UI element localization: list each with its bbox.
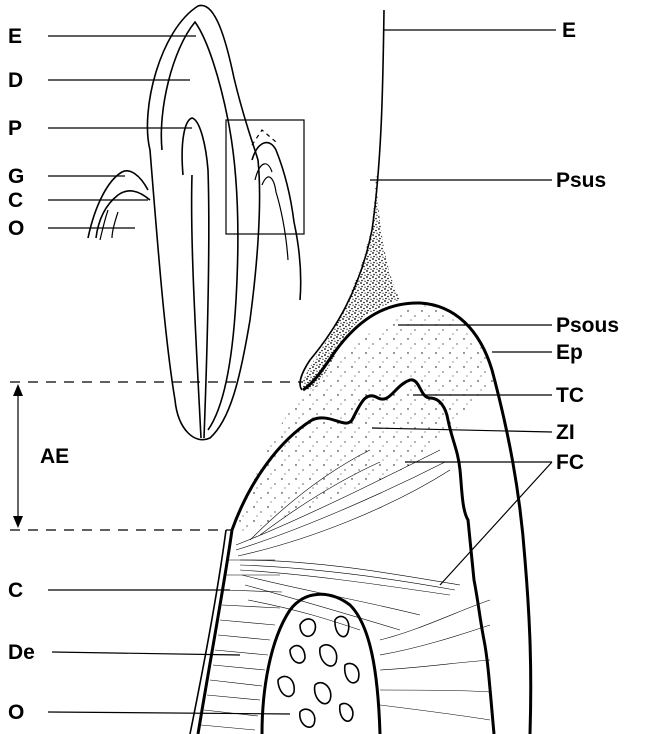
- root-surface-outer: [198, 530, 232, 734]
- pulp-canal-outline: [182, 118, 209, 438]
- bone-marrow-spaces: [278, 616, 359, 727]
- label-cementum-top: C: [8, 189, 23, 212]
- gingival-section-drawing: [10, 10, 531, 734]
- ae-arrow-head-top: [13, 384, 23, 396]
- label-ae: AE: [40, 445, 69, 468]
- label-gingiva: G: [8, 165, 24, 188]
- label-ep: Ep: [556, 341, 583, 364]
- root-surface-inner: [190, 530, 226, 734]
- label-bone-bottom: O: [8, 701, 24, 724]
- label-fc: FC: [556, 451, 584, 474]
- tooth-overview-drawing: [88, 5, 304, 439]
- tooth-crown-outline: [147, 5, 259, 439]
- label-enamel-right: E: [562, 19, 576, 42]
- label-psous: Psous: [556, 314, 619, 337]
- left-labels: E D P G C O AE C De O: [8, 25, 69, 724]
- label-psus: Psus: [556, 169, 606, 192]
- ae-arrow-head-bottom: [13, 516, 23, 528]
- alveolar-bone-crest: [262, 594, 380, 734]
- label-zi: ZI: [556, 421, 575, 444]
- label-bone-top: O: [8, 217, 24, 240]
- label-pulp: P: [8, 117, 22, 140]
- label-desmodont: De: [8, 641, 35, 664]
- right-labels: E Psus Psous Ep TC ZI FC: [556, 19, 619, 474]
- label-cementum-bottom: C: [8, 579, 23, 602]
- label-enamel-left: E: [8, 25, 22, 48]
- label-dentin: D: [8, 69, 23, 92]
- label-tc: TC: [556, 384, 584, 407]
